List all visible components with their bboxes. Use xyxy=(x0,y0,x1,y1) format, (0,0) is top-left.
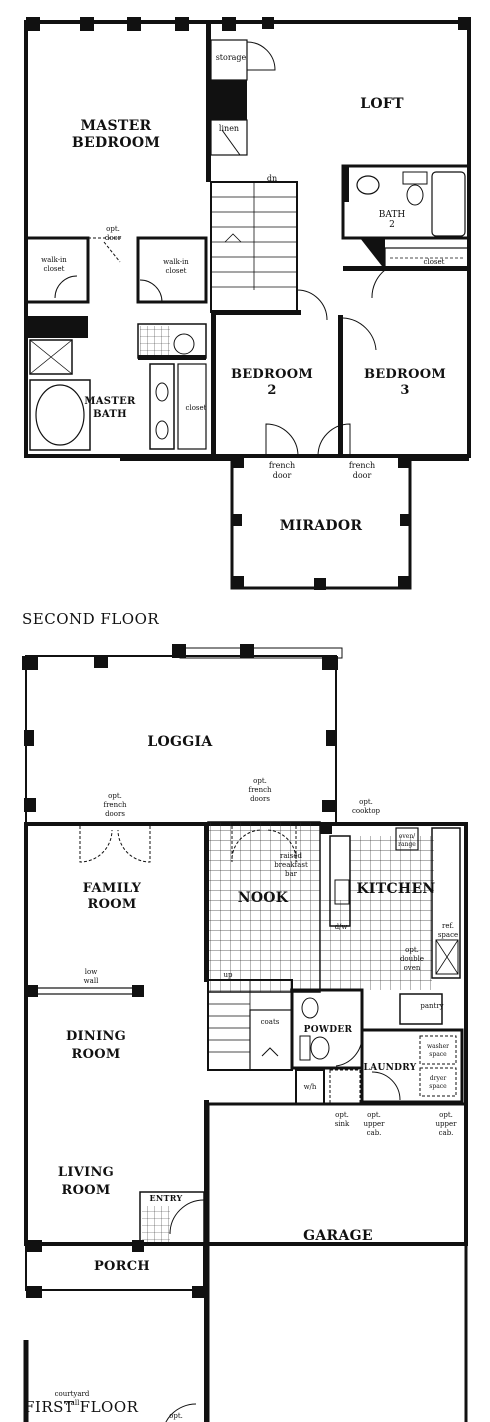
french-door-right-label-1: french xyxy=(349,461,375,470)
raised-bar-3: bar xyxy=(285,870,298,878)
living-room-label-2: ROOM xyxy=(61,1183,110,1198)
coats-label: coats xyxy=(261,1018,280,1026)
storage-label: storage xyxy=(216,53,247,62)
dw-label: d/w xyxy=(335,923,348,931)
dn-label: dn xyxy=(267,174,277,183)
ref-space-1: ref. xyxy=(442,922,454,930)
raised-bar-2: breakfast xyxy=(274,861,308,869)
opt-door-label-1: opt. xyxy=(106,225,120,233)
bedroom3-label-1: BEDROOM xyxy=(364,367,446,382)
courtyard-wall-2: wall xyxy=(65,1399,80,1407)
first-floor-title: FIRST FLOOR xyxy=(24,1398,139,1416)
dryer-space-1: dryer xyxy=(430,1075,447,1082)
bedroom2-label-1: BEDROOM xyxy=(231,367,313,382)
french-door-left-label-1: french xyxy=(269,461,295,470)
powder-label: POWDER xyxy=(304,1025,353,1035)
washer-space-2: space xyxy=(429,1051,447,1058)
ref-space-2: space xyxy=(438,931,458,939)
opt-upper-cab-1-1: opt. xyxy=(367,1111,381,1119)
walkin-left-label-2: closet xyxy=(44,265,65,273)
garage-label: GARAGE xyxy=(303,1228,373,1244)
up-label: up xyxy=(224,971,234,979)
walkin-right-label-2: closet xyxy=(166,267,187,275)
master-bedroom-label-2: BEDROOM xyxy=(72,135,160,151)
laundry-label: LAUNDRY xyxy=(364,1063,417,1073)
courtyard-wall-1: courtyard xyxy=(55,1390,90,1398)
stair-treads-upper xyxy=(211,182,297,290)
dining-room-label-1: DINING xyxy=(66,1029,126,1044)
linen-label: linen xyxy=(219,124,239,133)
master-bath-label-2: BATH xyxy=(93,409,127,420)
pantry-label: pantry xyxy=(420,1002,443,1010)
opt-french-doors-nook-1: opt. xyxy=(253,777,267,785)
porch-label: PORCH xyxy=(94,1259,150,1274)
master-bedroom-label-1: MASTER xyxy=(81,118,152,134)
closet-bath-label: closet xyxy=(424,258,445,266)
opt-french-doors-left-2: french xyxy=(103,801,127,809)
opt-double-oven-3: oven xyxy=(404,964,421,972)
loggia-label: LOGGIA xyxy=(147,734,213,750)
french-door-left-label-2: door xyxy=(273,471,292,480)
bedroom3-label-2: 3 xyxy=(400,383,409,398)
opt-upper-cab-2-3: cab. xyxy=(439,1129,454,1137)
opt-french-doors-nook-3: doors xyxy=(250,795,270,803)
low-wall-1: low xyxy=(85,968,97,976)
raised-bar-1: raised xyxy=(280,852,302,860)
oven-range-2: range xyxy=(398,841,416,848)
opt-double-oven-2: double xyxy=(400,955,424,963)
walkin-right-label-1: walk-in xyxy=(163,258,189,266)
closet-master-label: closet xyxy=(186,404,207,412)
first-floor: LOGGIA FAMILY ROOM NOOK KITCHEN DINING R… xyxy=(22,644,468,1422)
family-room-label-1: FAMILY xyxy=(83,881,142,896)
opt-upper-cab-1-2: upper xyxy=(364,1120,386,1128)
second-floor-title: SECOND FLOOR xyxy=(22,610,159,628)
master-bath-label-1: MASTER xyxy=(84,396,136,407)
opt-gate-1: opt. xyxy=(169,1412,183,1420)
window-marks-top xyxy=(26,17,471,31)
family-room-label-2: ROOM xyxy=(87,897,136,912)
second-floor: MASTER BEDROOM LOFT BATH 2 BEDROOM 2 BED… xyxy=(22,17,471,628)
bath2-label-2: 2 xyxy=(389,220,395,230)
opt-french-doors-left-3: doors xyxy=(105,810,125,818)
bedroom2-label-2: 2 xyxy=(267,383,276,398)
opt-sink-1: opt. xyxy=(335,1111,349,1119)
opt-door-label-2: door xyxy=(105,234,122,242)
oven-range-1: oven/ xyxy=(399,833,416,840)
dining-room-label-2: ROOM xyxy=(71,1047,120,1062)
opt-upper-cab-2-2: upper xyxy=(436,1120,458,1128)
kitchen-label: KITCHEN xyxy=(356,881,435,897)
nook-label: NOOK xyxy=(238,890,289,906)
wh-label: w/h xyxy=(304,1083,317,1091)
french-door-right-label-2: door xyxy=(353,471,372,480)
dryer-space-2: space xyxy=(429,1083,447,1090)
opt-cooktop-1: opt. xyxy=(359,798,373,806)
mirador-label: MIRADOR xyxy=(280,518,363,534)
walkin-left-label-1: walk-in xyxy=(41,256,67,264)
opt-upper-cab-2-1: opt. xyxy=(439,1111,453,1119)
loft-label: LOFT xyxy=(360,96,404,112)
opt-double-oven-1: opt. xyxy=(405,946,419,954)
opt-upper-cab-1-3: cab. xyxy=(367,1129,382,1137)
opt-cooktop-2: cooktop xyxy=(352,807,381,815)
bath2-label-1: BATH xyxy=(379,210,406,220)
living-room-label-1: LIVING xyxy=(58,1165,114,1180)
low-wall-2: wall xyxy=(84,977,99,985)
opt-french-doors-nook-2: french xyxy=(248,786,272,794)
washer-space-1: washer xyxy=(427,1043,449,1050)
opt-sink-2: sink xyxy=(335,1120,350,1128)
opt-french-doors-left-1: opt. xyxy=(108,792,122,800)
entry-label: ENTRY xyxy=(150,1193,183,1203)
